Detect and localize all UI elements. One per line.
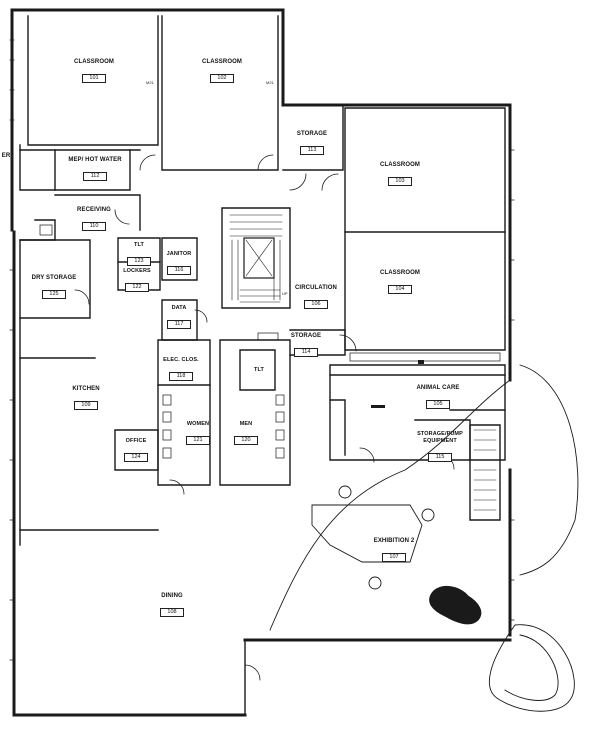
room-name: ELEC. CLOS.: [163, 357, 199, 363]
room-office-124: OFFICE 124: [116, 438, 156, 463]
room-number: 104: [388, 285, 412, 294]
stair-up-label: UP: [282, 291, 288, 296]
room-name: DRY STORAGE: [31, 275, 77, 281]
room-classroom-102: CLASSROOM 102: [190, 59, 254, 84]
room-name: RECEIVING: [77, 207, 111, 213]
room-classroom-104: CLASSROOM 104: [368, 270, 432, 295]
room-number: 102: [210, 74, 234, 83]
room-storage-114: STORAGE 114: [282, 333, 330, 358]
room-classroom-101: CLASSROOM 101: [62, 59, 126, 84]
room-men-120: MEN 120: [228, 421, 264, 446]
room-name: ANIMAL CARE: [416, 385, 460, 391]
room-name: DATA: [171, 305, 187, 311]
room-lockers-122: LOCKERS 122: [116, 268, 158, 293]
room-kitchen-109: KITCHEN 109: [60, 386, 112, 411]
room-tlt-2: TLT: [248, 367, 270, 374]
room-number: 109: [74, 401, 98, 410]
room-number: 110: [82, 222, 106, 231]
room-number: 124: [124, 453, 148, 462]
room-storage-113: STORAGE 113: [286, 131, 338, 156]
room-number: 118: [169, 372, 193, 381]
room-number: 113: [300, 146, 324, 155]
room-name: MEP/ HOT WATER: [68, 157, 122, 163]
mark-m21-a: M21: [146, 80, 154, 85]
room-circulation-106: CIRCULATION 106: [288, 285, 344, 310]
room-name: KITCHEN: [72, 386, 100, 392]
room-name: EXHIBITION 2: [373, 538, 415, 544]
room-animal-care-105: ANIMAL CARE 105: [408, 385, 468, 410]
room-name: JANITOR: [166, 251, 192, 257]
room-name: OFFICE: [125, 438, 147, 444]
mark-m21-b: M21: [266, 80, 274, 85]
room-name: STORAGE: [290, 333, 322, 339]
room-number: 117: [167, 320, 191, 329]
room-number: 112: [83, 172, 107, 181]
room-name: TLT: [254, 367, 264, 373]
room-data-117: DATA 117: [162, 305, 196, 330]
room-janitor-116: JANITOR 116: [160, 251, 198, 276]
room-mep-hot-water-112: MEP/ HOT WATER 112: [60, 157, 130, 182]
room-number: 125: [42, 290, 66, 299]
room-tlt-123: TLT 123: [120, 242, 158, 267]
room-name: TLT: [134, 242, 144, 248]
room-number: 106: [304, 300, 328, 309]
room-name: MEN: [239, 421, 253, 427]
room-number: 120: [234, 436, 258, 445]
room-number: 115: [428, 453, 452, 462]
room-classroom-103: CLASSROOM 103: [368, 162, 432, 187]
pond-shape: [429, 585, 482, 625]
landscape-curves: [269, 364, 579, 712]
room-edge-label: ER: [0, 153, 12, 160]
room-name: DINING: [161, 593, 183, 599]
room-name: LOCKERS: [123, 268, 151, 274]
room-elec-clos-118: ELEC. CLOS. 118: [156, 357, 206, 382]
room-name: CLASSROOM: [202, 59, 242, 65]
plumbing-fixtures: [39, 224, 501, 459]
room-receiving-110: RECEIVING 110: [66, 207, 122, 232]
room-dry-storage-125: DRY STORAGE 125: [22, 275, 86, 300]
room-name: WOMEN: [186, 421, 210, 427]
room-number: 103: [388, 177, 412, 186]
room-number: 122: [125, 283, 149, 292]
room-dining-108: DINING 108: [146, 593, 198, 618]
room-number: 114: [294, 348, 318, 357]
room-number: 107: [382, 553, 406, 562]
room-number: 116: [167, 266, 191, 275]
room-number: 123: [127, 257, 151, 266]
interior-walls: [19, 15, 506, 716]
door-swings: [74, 154, 455, 681]
room-name: STORAGE: [296, 131, 328, 137]
room-exhibition-107: EXHIBITION 2 107: [364, 538, 424, 563]
room-name: ER: [1, 153, 11, 159]
room-name: CLASSROOM: [74, 59, 114, 65]
room-number: 121: [186, 436, 210, 445]
room-name: STORAGE/PUMP EQUIPMENT: [417, 431, 463, 444]
room-name: CLASSROOM: [380, 162, 420, 168]
room-number: 105: [426, 400, 450, 409]
room-women-121: WOMEN 121: [176, 421, 220, 446]
room-name: CLASSROOM: [380, 270, 420, 276]
room-number: 101: [82, 74, 106, 83]
window-marks: [9, 39, 515, 661]
dark-cell-markers: [371, 360, 424, 408]
stair-treads: [229, 214, 497, 511]
room-storage-pump-115: STORAGE/PUMP EQUIPMENT 115: [408, 431, 472, 463]
room-name: CIRCULATION: [295, 285, 337, 291]
room-number: 108: [160, 608, 184, 617]
